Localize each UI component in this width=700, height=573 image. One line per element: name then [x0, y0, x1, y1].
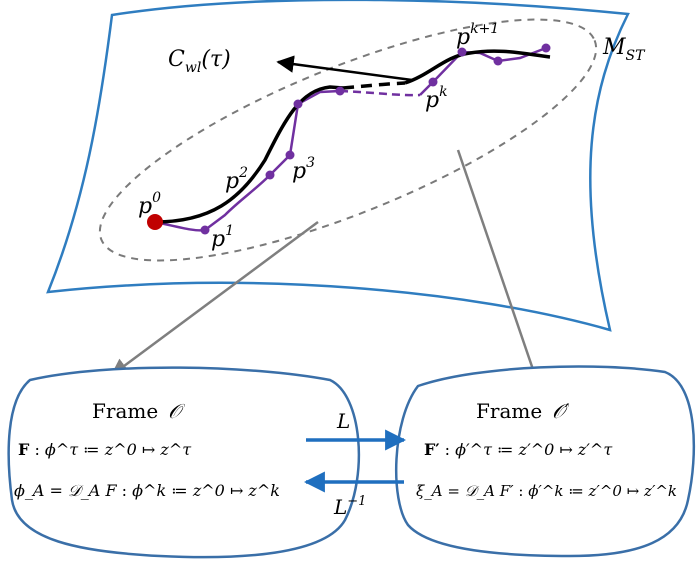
point-p2-marker [265, 170, 275, 180]
frame-o-prime-region [395, 365, 696, 558]
frame-o-line1: F : ϕ^τ ≔ z^0 ↦ z^τ [18, 440, 192, 459]
worldline-tail [404, 49, 551, 85]
point-marker [335, 86, 345, 96]
frame-o-prime-line1: F′ : ϕ′^τ ≔ z′^0 ↦ z′^τ [424, 440, 613, 459]
neighbourhood-ellipse [98, 18, 598, 262]
point-p3-marker [285, 150, 295, 160]
manifold-surface [46, 0, 630, 332]
tangent-arrow [276, 55, 413, 82]
discrete-points [200, 43, 551, 235]
label-p2: p2 [225, 165, 248, 194]
manifold-label: MST [602, 35, 646, 64]
point-pk1-marker [457, 47, 467, 57]
projection-arrow-left [110, 220, 319, 377]
point-pk-marker [428, 77, 438, 87]
label-p1: p1 [211, 223, 234, 252]
frame-o-line2: ϕ_A = 𝒟_A F : ϕ^k ≔ z^0 ↦ z^k [14, 481, 280, 500]
transform-inverse-label: L−1 [333, 494, 366, 519]
frame-o-prime-line2: ξ_A = 𝒟_A F′ : ϕ′^k ≔ z′^0 ↦ z′^k [416, 482, 677, 500]
worldline-gap [342, 81, 406, 90]
frame-o-region [7, 366, 361, 559]
point-marker [541, 43, 551, 53]
label-p3: p3 [292, 155, 315, 184]
label-p0: p0 [138, 190, 161, 219]
origin-point-marker [147, 214, 163, 230]
worldline-curve [154, 85, 344, 224]
discrete-path-gap [339, 89, 421, 97]
point-marker [293, 99, 303, 109]
label-pk1: pk+1 [456, 21, 499, 50]
point-marker [493, 56, 503, 66]
transform-forward-label: L [336, 409, 350, 433]
label-pk: pk [425, 84, 448, 113]
point-p1-marker [200, 225, 210, 235]
projection-arrow-right [456, 149, 544, 392]
worldline-label: Cwl(τ) [168, 47, 231, 76]
